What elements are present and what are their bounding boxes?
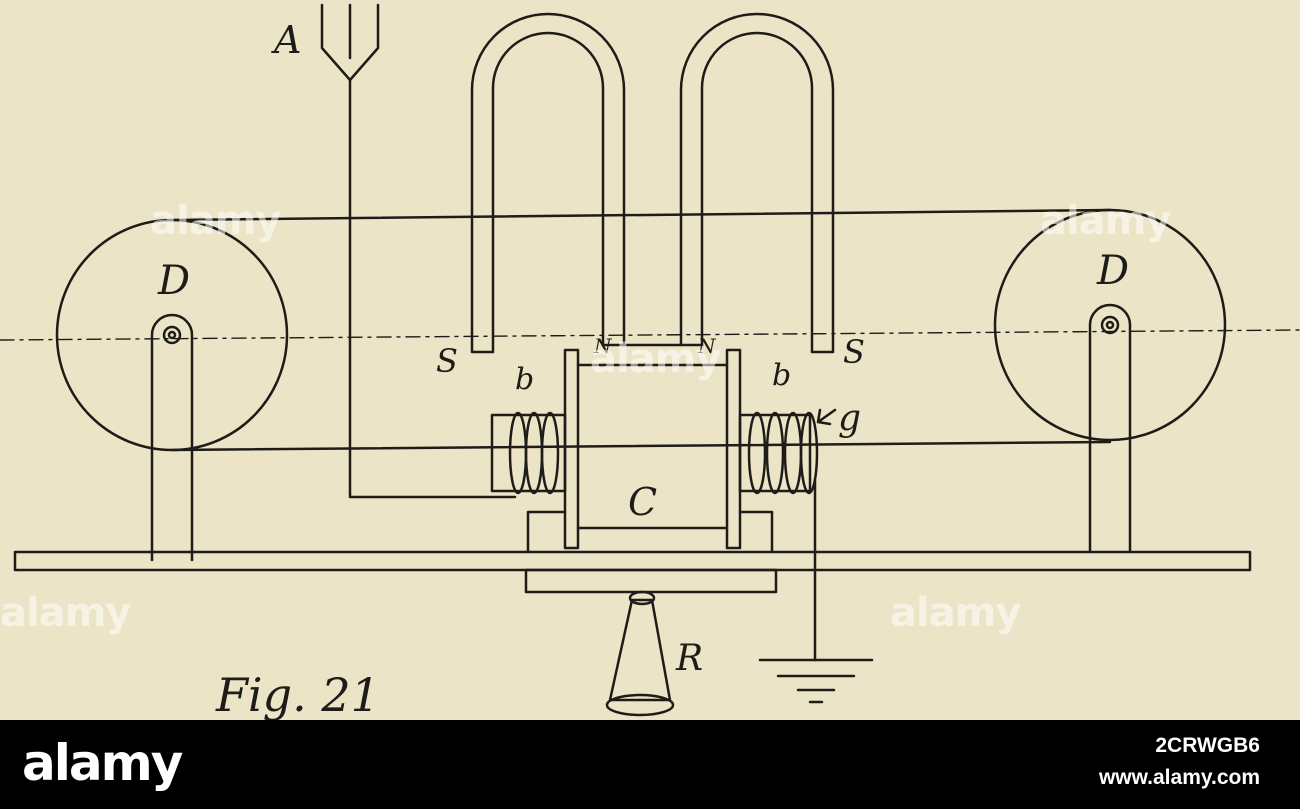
- left-drum: [55, 218, 289, 452]
- label-coil-pointer: g: [838, 398, 862, 439]
- left-coil-block: [490, 413, 567, 493]
- stock-image-id: 2CRWGB6: [1155, 734, 1260, 757]
- watermark: alamy: [890, 590, 1021, 636]
- label-south-right: S: [843, 333, 865, 371]
- label-receiver: R: [676, 638, 704, 679]
- figure-area: A D D S S N N b b g C R Fig. 21 alamy al…: [0, 3, 1300, 722]
- centerline: [0, 329, 1300, 341]
- lower-wire: [170, 440, 1112, 452]
- label-core: C: [628, 480, 658, 524]
- label-coil-right: b: [772, 358, 792, 393]
- left-coil-windings: [508, 411, 560, 495]
- watermark: alamy: [0, 590, 131, 636]
- upper-wire: [170, 208, 1112, 222]
- label-left-drum: D: [158, 258, 191, 304]
- right-drum-stand: [1088, 303, 1132, 554]
- watermark: alamy: [1040, 198, 1171, 244]
- label-antenna: A: [274, 18, 302, 62]
- antenna-lead: [348, 78, 517, 499]
- label-right-drum: D: [1097, 248, 1130, 294]
- watermark: alamy: [150, 198, 281, 244]
- coil-pointer-arrow: [816, 408, 837, 426]
- right-magnet: [679, 12, 835, 354]
- right-coil-windings: [747, 411, 819, 495]
- antenna-symbol: [320, 3, 380, 82]
- right-coil-block: [738, 413, 812, 493]
- spool-flange-right: [725, 348, 742, 550]
- stock-url[interactable]: www.alamy.com: [1098, 766, 1260, 789]
- label-south-left: S: [436, 342, 458, 380]
- receiver: [608, 598, 672, 702]
- label-north-right: N: [698, 334, 716, 358]
- left-drum-stand: [150, 313, 194, 562]
- label-north-left: N: [594, 334, 612, 358]
- spool-base: [526, 510, 774, 554]
- stock-bar: alamy 2CRWGB6 www.alamy.com: [0, 720, 1300, 809]
- stock-logo[interactable]: alamy: [22, 734, 183, 792]
- base-plate: [13, 550, 1252, 572]
- left-magnet: [470, 12, 626, 354]
- spool-flange-left: [563, 348, 580, 550]
- figure-caption: Fig. 21: [216, 668, 380, 722]
- wiring-diagram: [0, 3, 1300, 717]
- right-drum: [993, 208, 1227, 442]
- watermark: alamy: [590, 336, 721, 382]
- label-coil-left: b: [515, 362, 535, 397]
- ground-symbol: [758, 658, 874, 704]
